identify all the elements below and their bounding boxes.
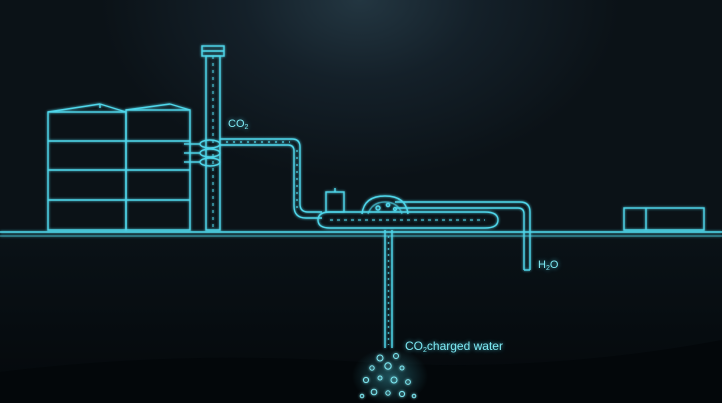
charged-water-label: CO2charged water [405,339,503,354]
co2-pipeline [220,138,322,219]
h2o-outlet-pipe [395,201,531,271]
charged-label-sub: 2 [423,347,427,354]
smokestack [201,45,225,231]
h2o-label-o: O [549,259,559,271]
power-plant-building [47,103,191,231]
capture-coils [184,139,221,167]
injection-unit [317,188,499,229]
charged-label-suffix: charged water [426,339,503,353]
h2o-label-h: H [538,259,546,271]
co2-label-prefix: CO [228,118,245,130]
co2-label-sub: 2 [244,124,249,131]
injection-well [384,230,393,348]
co2-label: CO2 [228,118,248,131]
storage-facility [623,207,705,231]
h2o-label-sub: 2 [545,265,550,272]
mixing-dome [361,195,409,215]
co2-bubble-plume [352,348,428,403]
charged-label-prefix: CO [405,339,423,353]
h2o-label: H2O [538,259,558,272]
